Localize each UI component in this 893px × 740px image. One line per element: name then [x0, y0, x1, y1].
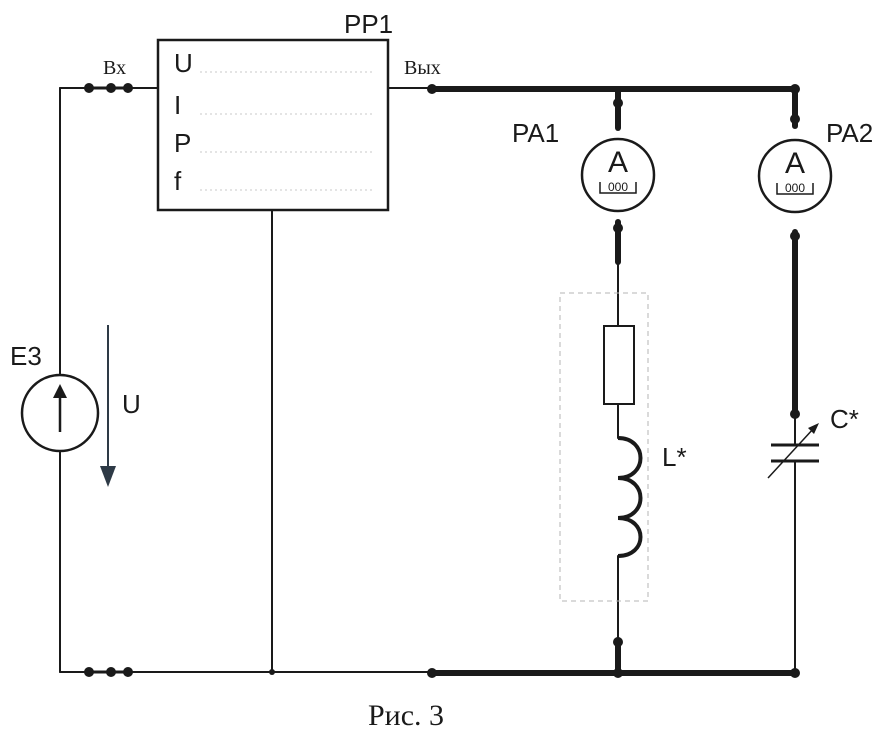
- ammeter-pa2-symbol: A: [785, 147, 805, 180]
- node-bottom-l: [613, 668, 623, 678]
- ammeter-pa2-display: 000: [785, 181, 805, 195]
- voltage-arrow-icon: [100, 325, 116, 487]
- terminal-out-bottom: [427, 668, 437, 678]
- inductor-block: [559, 292, 649, 602]
- node-pa2-bottom: [790, 231, 800, 241]
- node-c-top: [790, 409, 800, 419]
- node-pa2-upper: [790, 114, 800, 124]
- figure-caption: Рис. 3: [368, 699, 444, 732]
- ammeter-pa1: A 000: [580, 137, 656, 213]
- meter-name: PP1: [344, 9, 393, 39]
- branch-wiring: [617, 261, 796, 674]
- meter-input-label: Вх: [103, 57, 126, 79]
- terminal-out-top: [427, 84, 437, 94]
- meter-row-f: f: [174, 166, 182, 196]
- ammeter-pa2: A 000: [757, 138, 833, 214]
- node-l-bottom: [613, 637, 623, 647]
- resistor-icon: [603, 325, 635, 405]
- source-arrow-icon: [53, 384, 67, 398]
- voltage-label: U: [122, 389, 141, 419]
- inductor-name: L*: [662, 442, 687, 472]
- capacitor-variable-arrow-icon: [767, 427, 815, 479]
- meter-row-p: P: [174, 128, 191, 158]
- node-pa2-top: [790, 84, 800, 94]
- node-pa1-bottom: [613, 223, 623, 233]
- variable-capacitor: [767, 423, 819, 479]
- meter-output-label: Вых: [404, 57, 441, 79]
- capacitor-name: C*: [830, 404, 859, 434]
- junction-dots: [84, 83, 800, 678]
- node-bottom-c: [790, 668, 800, 678]
- node-pa1-top: [613, 98, 623, 108]
- node-meter-return: [269, 669, 275, 675]
- ammeter-pa2-name: PA2: [826, 118, 873, 148]
- ammeter-pa1-symbol: A: [608, 146, 628, 179]
- ammeter-pa1-name: PA1: [512, 118, 559, 148]
- meter-pp1: U I P f: [156, 38, 390, 212]
- source-name: E3: [10, 341, 42, 371]
- meter-row-i: I: [174, 90, 181, 120]
- ammeter-pa1-display: 000: [608, 180, 628, 194]
- meter-row-u: U: [174, 48, 193, 78]
- voltage-source-e3: [20, 373, 100, 453]
- coil-icon: [617, 436, 643, 558]
